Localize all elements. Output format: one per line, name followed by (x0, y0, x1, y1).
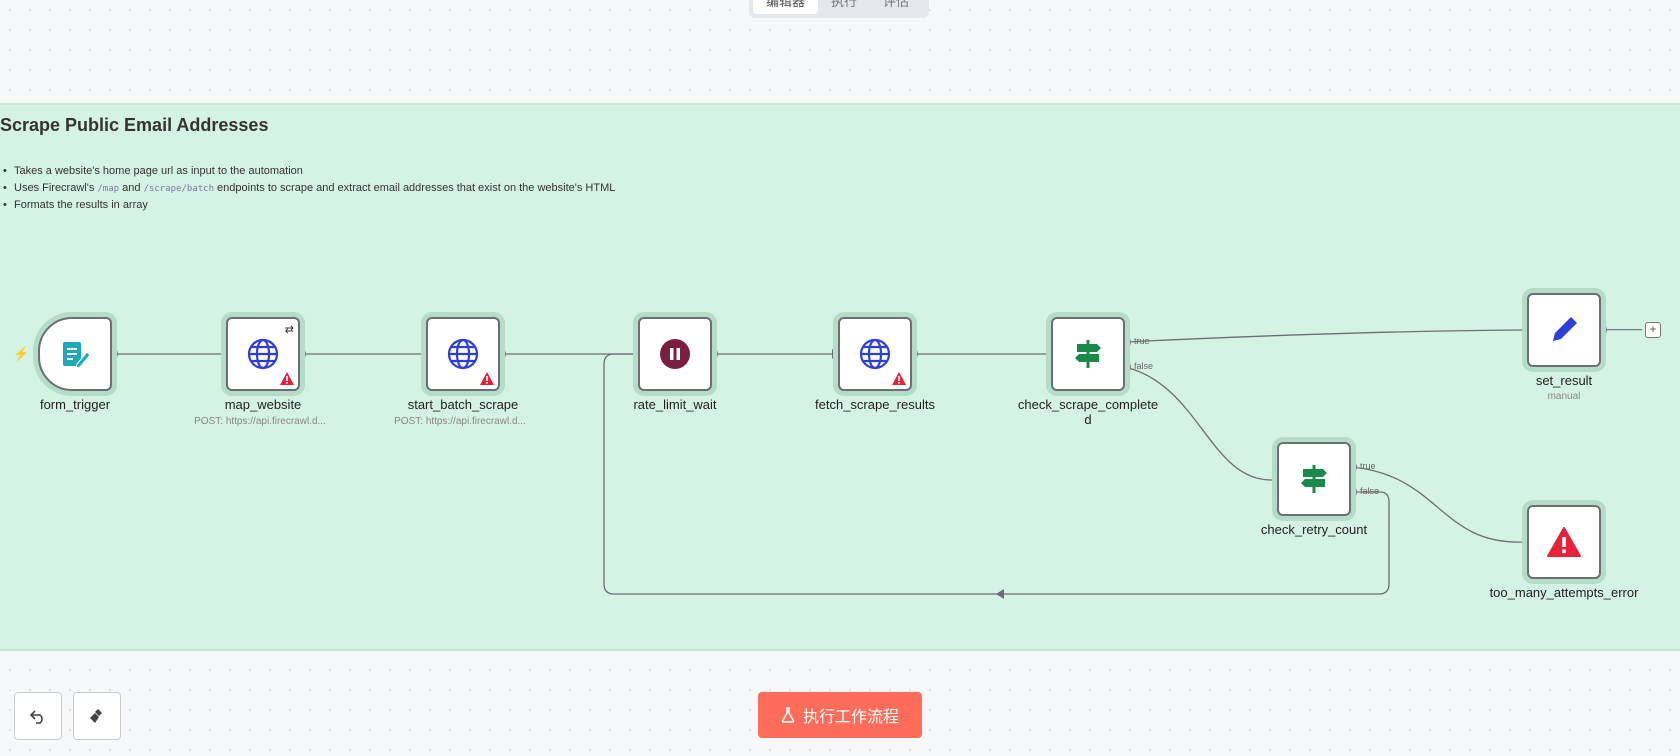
node-set-result[interactable] (1527, 293, 1601, 367)
edge-true-error (1350, 466, 1524, 543)
undo-button[interactable] (14, 692, 62, 740)
branch-false-label: false (1360, 486, 1380, 496)
node-label: form_trigger (39, 397, 111, 412)
bullet-text: and (119, 182, 144, 194)
arrow-head (1522, 325, 1530, 335)
warning-icon (280, 372, 294, 385)
globe-icon (447, 338, 479, 370)
node-label: check_retry_count (1260, 522, 1368, 537)
trigger-bolt-icon: ⚡ (13, 346, 30, 361)
warning-icon (1547, 527, 1581, 557)
add-node-button[interactable]: + (1645, 322, 1661, 338)
signpost-icon (1075, 340, 1101, 368)
warning-icon (480, 372, 494, 385)
node-label: too_many_attempts_error (1489, 585, 1639, 600)
globe-icon (859, 338, 891, 370)
tab-evaluations[interactable]: 评估 (883, 0, 910, 9)
bullet-text: Takes a website's home page url as input… (14, 165, 303, 177)
run-workflow-label: 执行工作流程 (802, 709, 899, 726)
run-workflow-button[interactable]: 执行工作流程 (758, 692, 922, 738)
tab-executions[interactable]: 执行 (831, 0, 858, 9)
node-label: map_website (224, 397, 302, 412)
sticky-title: Scrape Public Email Addresses (0, 115, 269, 135)
node-label: start_batch_scrape (407, 397, 519, 412)
node-label: rate_limit_wait (633, 397, 717, 412)
arrow-head (996, 589, 1004, 599)
flask-icon (781, 707, 795, 723)
view-tabs: 编辑器 执行 评估 (749, 0, 929, 18)
branch-false-label: false (1134, 361, 1154, 371)
node-label: check_scrape_complete d (1017, 397, 1159, 427)
sticky-bullet: Formats the results in array (3, 197, 615, 214)
pencil-icon (1553, 317, 1577, 341)
branch-true-label: true (1134, 336, 1150, 346)
bullet-text: Formats the results in array (14, 199, 148, 211)
node-subtitle: POST: https://api.firecrawl.d... (394, 416, 526, 427)
warning-icon (892, 372, 906, 385)
code-scrape-batch: /scrape/batch (143, 184, 214, 194)
tab-editor[interactable]: 编辑器 (753, 0, 819, 14)
pause-icon (660, 339, 690, 369)
broom-icon (90, 709, 102, 723)
node-form-trigger[interactable] (38, 317, 112, 391)
refresh-icon: ⇄ (284, 324, 294, 336)
edge-false-retry (1124, 366, 1274, 481)
node-label: set_result (1535, 373, 1593, 388)
node-check-retry-count[interactable] (1277, 442, 1351, 516)
node-too-many-attempts-error[interactable] (1527, 505, 1601, 579)
form-icon (63, 342, 91, 369)
code-map: /map (97, 184, 120, 194)
node-start-batch-scrape[interactable] (426, 317, 500, 391)
clear-button[interactable] (73, 692, 121, 740)
signpost-icon (1301, 465, 1327, 493)
bullet-text: endpoints to scrape and extract email ad… (214, 182, 616, 194)
globe-icon (247, 338, 279, 370)
edge-loop-back (603, 353, 1390, 595)
edge-true-set (1124, 329, 1523, 343)
sticky-bullets: Takes a website's home page url as input… (0, 163, 615, 214)
node-subtitle: manual (1547, 391, 1581, 402)
arrow-head (1046, 349, 1054, 359)
branch-true-label: true (1360, 461, 1376, 471)
node-subtitle: POST: https://api.firecrawl.d... (194, 416, 326, 427)
node-fetch-scrape-results[interactable] (838, 317, 912, 391)
node-label: fetch_scrape_results (815, 397, 935, 412)
node-map-website[interactable]: ⇄ (226, 317, 300, 391)
sticky-bullet: Takes a website's home page url as input… (3, 163, 615, 180)
undo-icon (29, 710, 43, 724)
sticky-bullet: Uses Firecrawl's /map and /scrape/batch … (3, 180, 616, 197)
bullet-text: Uses Firecrawl's (14, 182, 98, 194)
arrow-head (832, 349, 840, 359)
node-rate-limit-wait[interactable] (638, 317, 712, 391)
output-stub (1602, 329, 1642, 331)
node-check-scrape-completed[interactable] (1051, 317, 1125, 391)
